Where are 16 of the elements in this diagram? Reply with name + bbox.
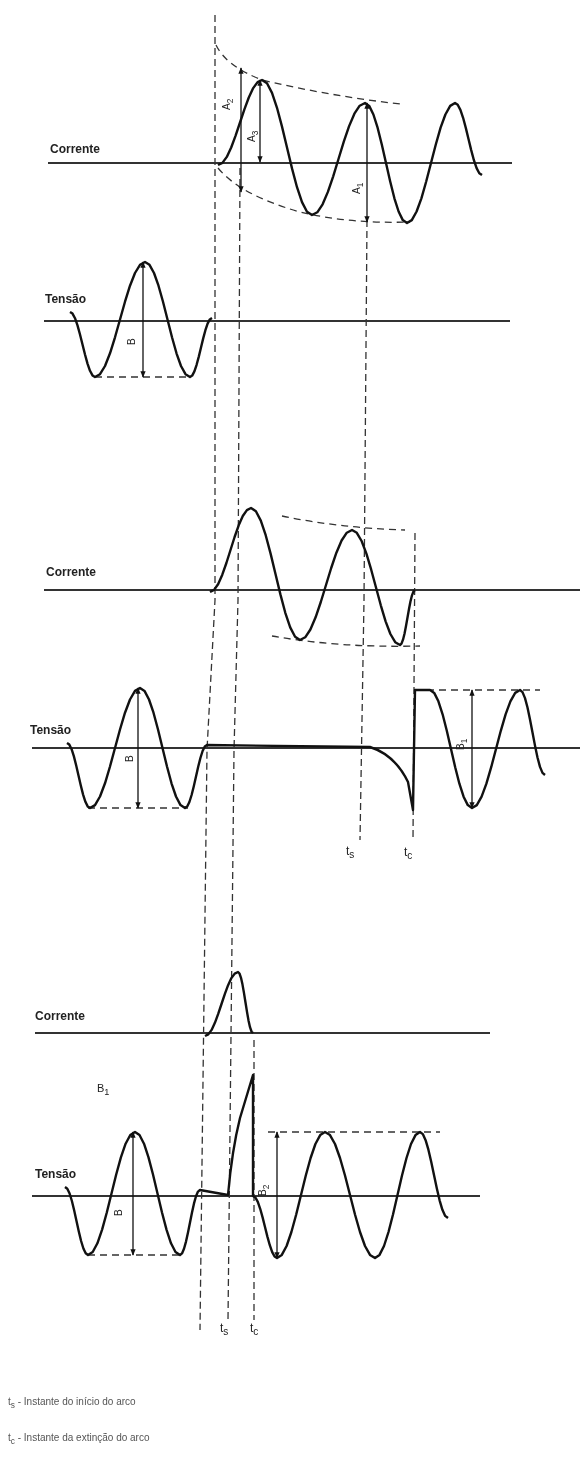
dimension-label: B$_{1}$ (97, 1083, 110, 1098)
axis-label: Corrente (46, 566, 96, 578)
note-text: t$_{s}$ - Instante do início do arco (8, 1397, 136, 1410)
dimension-label: B (114, 1209, 124, 1216)
time-label: t$_{c}$ (404, 846, 413, 862)
axis-label: Tensão (45, 293, 87, 305)
dimension-label: B (125, 755, 135, 762)
axis-label: Tensão (35, 1168, 77, 1180)
axis-label: Corrente (35, 1010, 85, 1022)
time-label: t$_{s}$ (220, 1322, 229, 1338)
time-label: t$_{s}$ (346, 845, 355, 861)
axis-label: Tensão (30, 724, 72, 736)
dimension-label: B (127, 338, 137, 345)
time-label: t$_{c}$ (250, 1322, 259, 1338)
note-text: t$_{c}$ - Instante da extinção do arco (8, 1433, 150, 1446)
axis-label: Corrente (50, 143, 100, 155)
